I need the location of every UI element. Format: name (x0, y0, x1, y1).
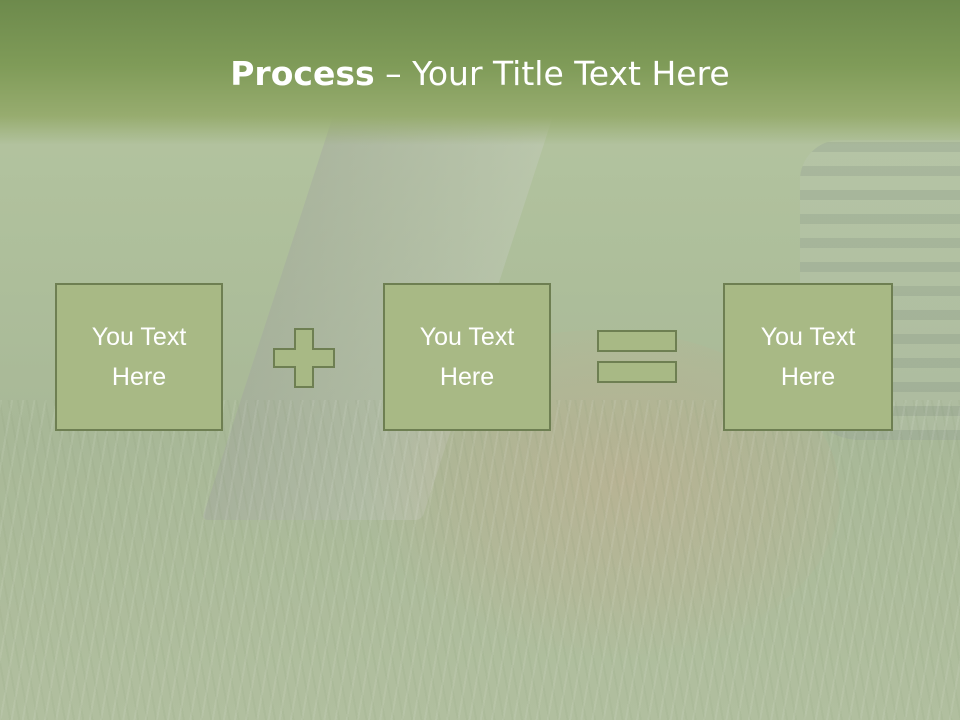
slide-title[interactable]: Process – Your Title Text Here (0, 54, 960, 93)
title-bold-text: Process (230, 54, 375, 93)
process-box-1[interactable]: You Text Here (55, 283, 223, 431)
process-box-2[interactable]: You Text Here (383, 283, 551, 431)
grass-photo-background (0, 400, 960, 720)
process-box-3[interactable]: You Text Here (723, 283, 893, 431)
title-bar (0, 0, 960, 145)
equals-icon (597, 330, 677, 383)
plus-icon (273, 328, 335, 388)
title-rest-text: – Your Title Text Here (374, 54, 730, 93)
